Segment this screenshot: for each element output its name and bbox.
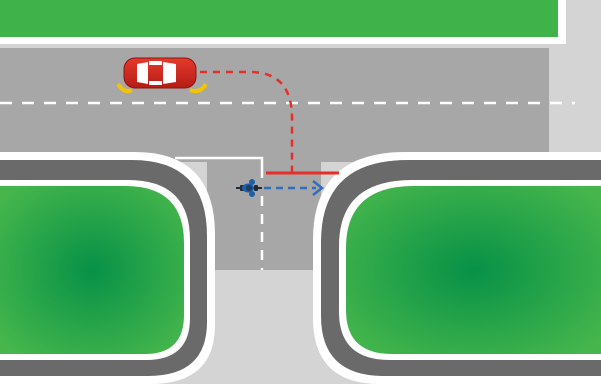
car-rear-window xyxy=(137,62,148,84)
car-side-window-bottom xyxy=(149,81,162,85)
left-grass xyxy=(0,186,184,354)
top-curb-end xyxy=(558,0,566,44)
car-icon xyxy=(116,57,208,94)
car-path xyxy=(200,70,294,172)
bicycle-front-wheel xyxy=(254,185,258,191)
car-windshield xyxy=(163,62,176,84)
cyclist-arm-right xyxy=(249,191,255,197)
side-road-sidewalk xyxy=(215,270,313,384)
right-grass xyxy=(346,186,601,354)
side-road-edge-line xyxy=(175,156,264,178)
signal-light-front-right xyxy=(189,82,208,94)
main-road xyxy=(0,48,549,162)
bicycle-icon xyxy=(236,179,262,197)
signal-light-rear-left xyxy=(116,82,133,94)
top-grass xyxy=(0,0,558,37)
car-side-window-top xyxy=(149,61,162,65)
cyclist-helmet xyxy=(245,184,253,192)
cyclist-arm-left xyxy=(249,179,255,185)
cyclist-path-arrowhead xyxy=(312,180,325,196)
